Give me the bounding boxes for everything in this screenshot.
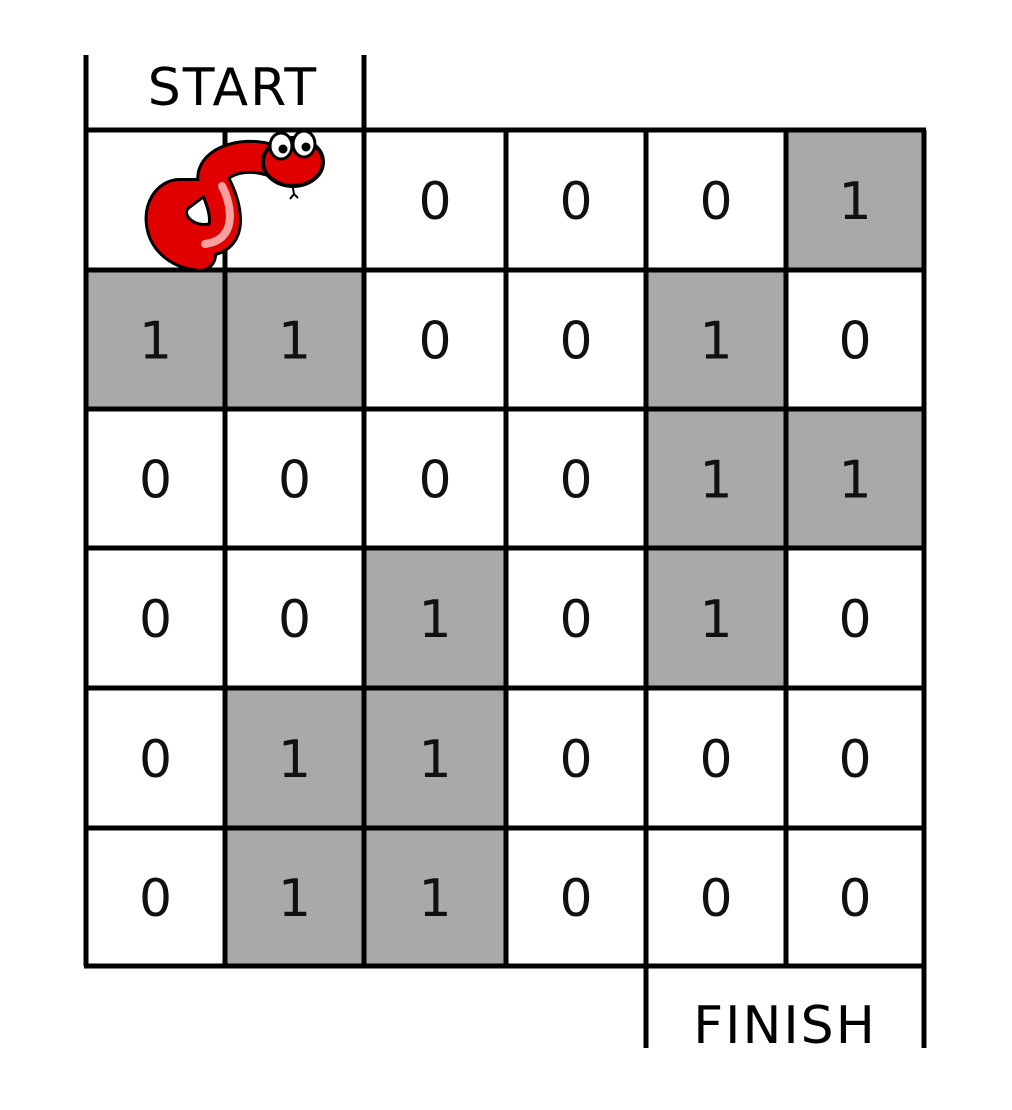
maze-cell-r3-c2: [364, 548, 506, 688]
finish-label: FINISH: [693, 996, 877, 1056]
maze-cell-r2-c4: [646, 409, 786, 548]
cell-value-r5-c4: 0: [699, 869, 732, 929]
cell-value-r3-c0: 0: [139, 590, 172, 650]
cell-value-r5-c3: 0: [559, 869, 592, 929]
maze-cell-r1-c2: [364, 270, 506, 409]
cell-value-r3-c1: 0: [278, 590, 311, 650]
cell-value-r3-c2: 1: [418, 590, 451, 650]
cell-value-r0-c2: 0: [418, 172, 451, 232]
cell-value-r1-c4: 1: [699, 312, 732, 372]
maze-cell-r5-c5: [786, 828, 924, 966]
cell-value-r0-c4: 0: [699, 172, 732, 232]
maze-cell-r4-c1: [225, 688, 364, 828]
cell-value-r2-c1: 0: [278, 451, 311, 511]
snake-icon: [144, 129, 325, 272]
cell-value-r4-c2: 1: [418, 730, 451, 790]
maze-cell-r4-c4: [646, 688, 786, 828]
cell-value-r1-c3: 0: [559, 312, 592, 372]
maze-cell-r2-c2: [364, 409, 506, 548]
cell-value-r3-c5: 0: [838, 590, 871, 650]
maze-cell-r0-c2: [364, 130, 506, 270]
maze-cell-r3-c0: [86, 548, 225, 688]
maze-cell-r1-c1: [225, 270, 364, 409]
cell-value-r1-c2: 0: [418, 312, 451, 372]
maze-cell-r0-c5: [786, 130, 924, 270]
maze-cell-r2-c0: [86, 409, 225, 548]
cell-value-r5-c0: 0: [139, 869, 172, 929]
start-label: START: [148, 58, 318, 118]
maze-cell-r3-c4: [646, 548, 786, 688]
maze-cell-r5-c4: [646, 828, 786, 966]
cell-value-r2-c5: 1: [838, 451, 871, 511]
cell-value-r4-c0: 0: [139, 730, 172, 790]
maze-cell-r1-c0: [86, 270, 225, 409]
maze-cell-r5-c3: [506, 828, 646, 966]
maze-cell-r1-c4: [646, 270, 786, 409]
maze-cell-r3-c5: [786, 548, 924, 688]
maze-cell-r1-c5: [786, 270, 924, 409]
grid-lines: [83, 127, 927, 969]
maze-cell-r0-c3: [506, 130, 646, 270]
cell-value-r3-c4: 1: [699, 590, 732, 650]
cell-value-r5-c2: 1: [418, 869, 451, 929]
maze-cell-r5-c1: [225, 828, 364, 966]
cell-value-r2-c2: 0: [418, 451, 451, 511]
maze-cell-r3-c1: [225, 548, 364, 688]
cell-value-r5-c5: 0: [838, 869, 871, 929]
maze-cell-r5-c0: [86, 828, 225, 966]
maze-cell-r4-c2: [364, 688, 506, 828]
maze-cell-r3-c3: [506, 548, 646, 688]
cell-value-r1-c0: 1: [139, 312, 172, 372]
cell-value-r4-c3: 0: [559, 730, 592, 790]
cell-value-r2-c4: 1: [699, 451, 732, 511]
maze-cell-r2-c5: [786, 409, 924, 548]
cell-value-r0-c3: 0: [559, 172, 592, 232]
maze-cell-r4-c0: [86, 688, 225, 828]
maze-cell-r2-c1: [225, 409, 364, 548]
cell-value-r1-c1: 1: [278, 312, 311, 372]
cell-value-r2-c3: 0: [559, 451, 592, 511]
maze-grid: 0 0 0 1 1 1 0 0 1 0 0 0 0 0 1 1 0 0 1 0 1 0 0 1 1 0 0 0 0 1 1 0 0 0: [86, 130, 924, 966]
cell-value-r3-c3: 0: [559, 590, 592, 650]
cell-value-r4-c4: 0: [699, 730, 732, 790]
cell-value-r2-c0: 0: [139, 451, 172, 511]
cell-value-r1-c5: 0: [838, 312, 871, 372]
maze-cell-r5-c2: [364, 828, 506, 966]
maze-cell-r2-c3: [506, 409, 646, 548]
cell-value-r5-c1: 1: [278, 869, 311, 929]
cell-value-r4-c5: 0: [838, 730, 871, 790]
maze-cell-r4-c3: [506, 688, 646, 828]
cell-value-r0-c5: 1: [838, 172, 871, 232]
maze-cell-r1-c3: [506, 270, 646, 409]
cell-value-r4-c1: 1: [278, 730, 311, 790]
maze-cell-r4-c5: [786, 688, 924, 828]
maze-cell-r0-c4: [646, 130, 786, 270]
